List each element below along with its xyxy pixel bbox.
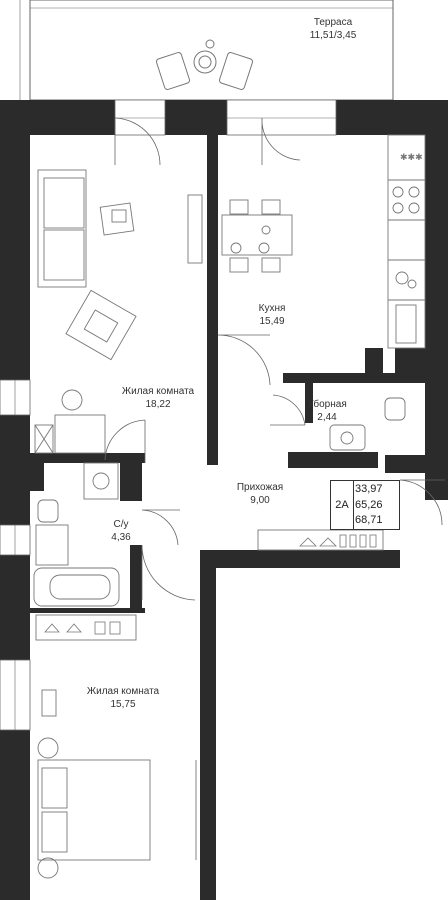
total-area: 65,26 <box>355 498 383 511</box>
desk-icon <box>34 389 106 454</box>
apartment-type: 2А <box>331 481 354 529</box>
windows <box>0 99 337 731</box>
terrace-chair-icon <box>155 39 254 90</box>
living-area: 33,97 <box>355 483 383 495</box>
terrace-area <box>19 0 394 101</box>
sink-icon <box>395 271 417 344</box>
hanger-icon <box>44 534 377 635</box>
area-with-terrace: 68,71 <box>355 514 383 526</box>
dining-table-icon <box>187 194 293 273</box>
wardrobe-icon <box>35 529 384 641</box>
apartment-areas: 33,97 65,26 68,71 <box>355 482 399 529</box>
sofa-icon <box>37 169 87 288</box>
armchair-icon <box>65 289 137 361</box>
toilet-fixtures <box>329 397 406 451</box>
coffee-table-icon <box>99 202 135 236</box>
kitchen-counter <box>387 134 426 349</box>
bathroom-fixtures <box>33 462 120 607</box>
doors <box>104 117 445 601</box>
apartment-summary: 2А 33,97 65,26 68,71 <box>330 480 400 530</box>
walls <box>0 100 448 900</box>
window-lines <box>14 117 336 730</box>
bed-icon <box>37 689 197 879</box>
stove-icon <box>392 186 420 214</box>
hood-icon: ✱✱✱ <box>400 153 423 163</box>
